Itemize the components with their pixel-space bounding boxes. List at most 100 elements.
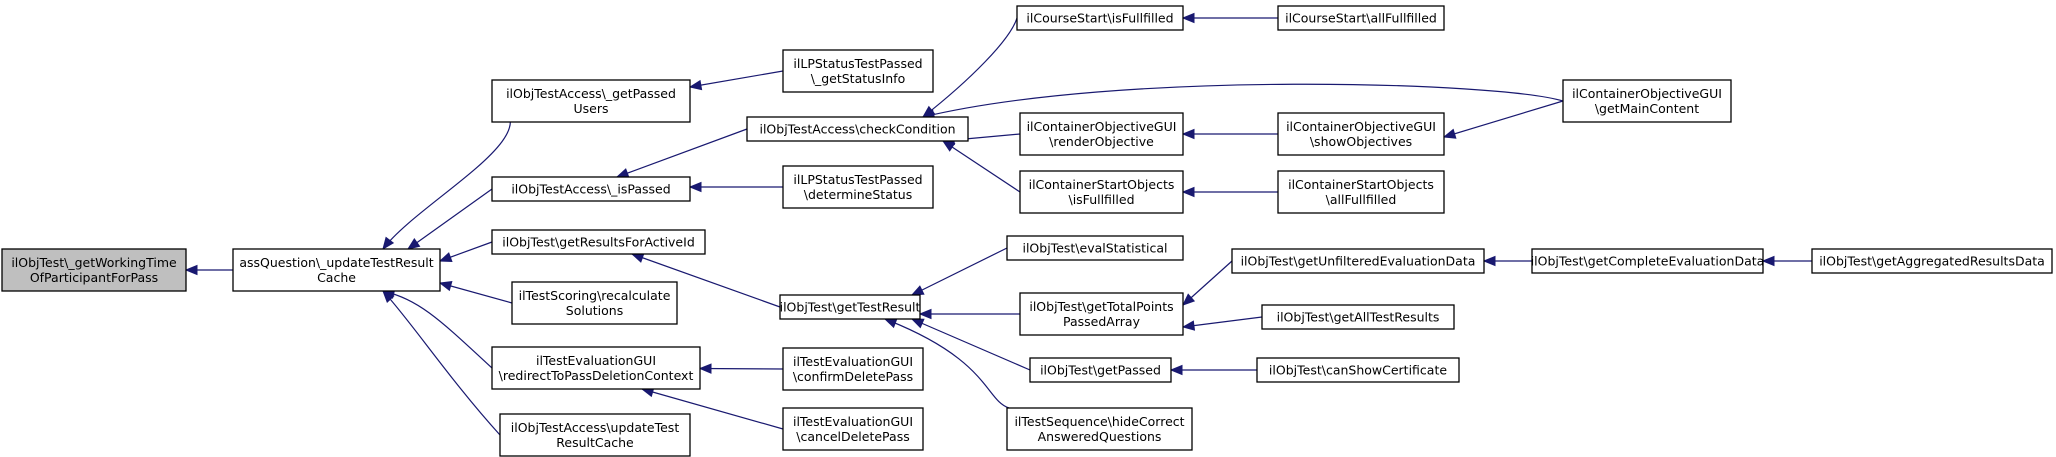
node-complete[interactable]: ilObjTest\getCompleteEvaluationData bbox=[1531, 248, 1765, 274]
node-ispassed[interactable]: ilObjTestAccess\_isPassed bbox=[491, 176, 691, 202]
node-box bbox=[491, 346, 701, 390]
edge-maincontent-to-showobj bbox=[1442, 100, 1564, 139]
edge-checkcond-to-ispassed bbox=[615, 128, 748, 178]
edge-line bbox=[616, 128, 748, 178]
node-label: ilCourseStart\isFullfilled bbox=[1026, 11, 1173, 26]
node-root[interactable]: ilObjTest\_getWorkingTimeOfParticipantFo… bbox=[1, 248, 187, 292]
arrow-head bbox=[1182, 293, 1196, 306]
node-label: \isFullfilled bbox=[1068, 192, 1134, 207]
node-coursefull[interactable]: ilCourseStart\isFullfilled bbox=[1016, 5, 1184, 31]
node-label: ilObjTestAccess\_isPassed bbox=[511, 182, 670, 197]
node-box bbox=[1019, 170, 1184, 214]
node-label: ilContainerObjectiveGUI bbox=[1572, 86, 1722, 101]
node-box bbox=[1029, 357, 1172, 383]
node-label: ilContainerObjectiveGUI bbox=[1286, 119, 1436, 134]
node-renderobj[interactable]: ilContainerObjectiveGUI\renderObjective bbox=[1019, 112, 1184, 156]
node-label: ilContainerObjectiveGUI bbox=[1027, 119, 1177, 134]
node-gettestresult[interactable]: ilObjTest\getTestResult bbox=[779, 294, 921, 320]
edge-line bbox=[1182, 316, 1263, 328]
node-lpstatusinfo[interactable]: ilLPStatusTestPassed\_getStatusInfo bbox=[782, 49, 934, 93]
node-label: ilTestEvaluationGUI bbox=[793, 354, 913, 369]
node-startfull[interactable]: ilContainerStartObjects\isFullfilled bbox=[1019, 170, 1184, 214]
node-unfiltered[interactable]: ilObjTest\getUnfilteredEvaluationData bbox=[1231, 248, 1485, 274]
node-label: ilTestEvaluationGUI bbox=[536, 353, 656, 368]
arrow-head bbox=[438, 252, 453, 262]
node-courseall[interactable]: ilCourseStart\allFullfilled bbox=[1277, 5, 1445, 31]
node-box bbox=[491, 229, 706, 255]
node-box bbox=[1, 248, 187, 292]
arrow-head bbox=[941, 140, 956, 152]
node-box bbox=[1019, 292, 1184, 336]
edge-getpassedusers-to-assq bbox=[382, 100, 511, 251]
node-label: ilObjTest\getTestResult bbox=[780, 300, 921, 315]
edge-lpstatusinfo-to-getpassedusers bbox=[688, 70, 784, 91]
node-label: ilTestScoring\recalculate bbox=[519, 288, 671, 303]
node-label: ilLPStatusTestPassed bbox=[793, 172, 922, 187]
node-label: \confirmDeletePass bbox=[793, 369, 913, 384]
edge-ispassed-to-assq bbox=[406, 188, 493, 250]
node-label: Cache bbox=[317, 270, 356, 285]
edge-line bbox=[407, 188, 493, 250]
node-checkcond[interactable]: ilObjTestAccess\checkCondition bbox=[746, 116, 969, 142]
edge-confirmdel-to-evalredirect bbox=[698, 363, 784, 374]
node-alltestresults[interactable]: ilObjTest\getAllTestResults bbox=[1261, 304, 1455, 330]
node-box bbox=[779, 294, 921, 320]
node-label: \showObjectives bbox=[1310, 134, 1412, 149]
arrow-head bbox=[1181, 12, 1195, 24]
edge-alltestresults-to-totalpoints bbox=[1181, 316, 1263, 331]
node-label: ResultCache bbox=[556, 435, 634, 450]
edge-canshowcert-to-getpassed bbox=[1169, 364, 1257, 376]
node-showobj[interactable]: ilContainerObjectiveGUI\showObjectives bbox=[1277, 112, 1445, 156]
node-box bbox=[511, 281, 678, 325]
edge-line bbox=[922, 17, 1018, 118]
edge-line bbox=[439, 282, 513, 304]
node-lpdetermine[interactable]: ilLPStatusTestPassed\determineStatus bbox=[782, 165, 934, 209]
node-label: \allFullfilled bbox=[1326, 192, 1397, 207]
node-getresultsactive[interactable]: ilObjTest\getResultsForActiveId bbox=[491, 229, 706, 255]
arrow-head bbox=[688, 79, 703, 91]
node-label: OfParticipantForPass bbox=[30, 270, 158, 285]
node-box bbox=[782, 407, 924, 451]
edge-startfull-to-checkcond bbox=[941, 140, 1021, 193]
node-aggregated[interactable]: ilObjTest\getAggregatedResultsData bbox=[1811, 248, 2053, 274]
node-getpassed[interactable]: ilObjTest\getPassed bbox=[1029, 357, 1172, 383]
node-evalstat[interactable]: ilObjTest\evalStatistical bbox=[1006, 235, 1184, 261]
arrow-head bbox=[184, 264, 198, 276]
node-hidecorrect[interactable]: ilTestSequence\hideCorrectAnsweredQuesti… bbox=[1006, 407, 1193, 451]
node-box bbox=[499, 413, 691, 457]
node-label: ilObjTest\canShowCertificate bbox=[1269, 363, 1447, 378]
arrow-head bbox=[438, 281, 453, 292]
node-label: ilObjTestAccess\updateTest bbox=[511, 420, 680, 435]
edge-line bbox=[699, 367, 784, 370]
node-label: ilContainerStartObjects bbox=[1029, 177, 1175, 192]
edge-line bbox=[922, 83, 1564, 118]
edge-line bbox=[631, 253, 781, 308]
node-label: Solutions bbox=[566, 303, 623, 318]
edge-showobj-to-renderobj bbox=[1181, 128, 1278, 140]
node-label: ilObjTest\getPassed bbox=[1040, 363, 1161, 378]
node-startall[interactable]: ilContainerStartObjects\allFullfilled bbox=[1277, 170, 1445, 214]
node-canceldel[interactable]: ilTestEvaluationGUI\cancelDeletePass bbox=[782, 407, 924, 451]
edge-complete-to-unfiltered bbox=[1482, 255, 1532, 267]
arrow-head bbox=[883, 318, 898, 329]
edge-unfiltered-to-totalpoints bbox=[1182, 260, 1233, 306]
node-label: assQuestion\_updateTestResult bbox=[239, 255, 433, 270]
node-box bbox=[1016, 5, 1184, 31]
node-maincontent[interactable]: ilContainerObjectiveGUI\getMainContent bbox=[1562, 79, 1732, 123]
edge-line bbox=[382, 290, 493, 369]
edge-scoring-to-assq bbox=[438, 281, 513, 304]
node-canshowcert[interactable]: ilObjTest\canShowCertificate bbox=[1256, 357, 1460, 383]
node-confirmdel[interactable]: ilTestEvaluationGUI\confirmDeletePass bbox=[782, 347, 924, 391]
node-box bbox=[1277, 170, 1445, 214]
edge-line bbox=[641, 388, 784, 430]
edges-layer bbox=[184, 12, 1812, 436]
arrow-head bbox=[1761, 255, 1775, 267]
edge-assq-to-root bbox=[184, 264, 233, 276]
node-evalredirect[interactable]: ilTestEvaluationGUI\redirectToPassDeleti… bbox=[491, 346, 701, 390]
